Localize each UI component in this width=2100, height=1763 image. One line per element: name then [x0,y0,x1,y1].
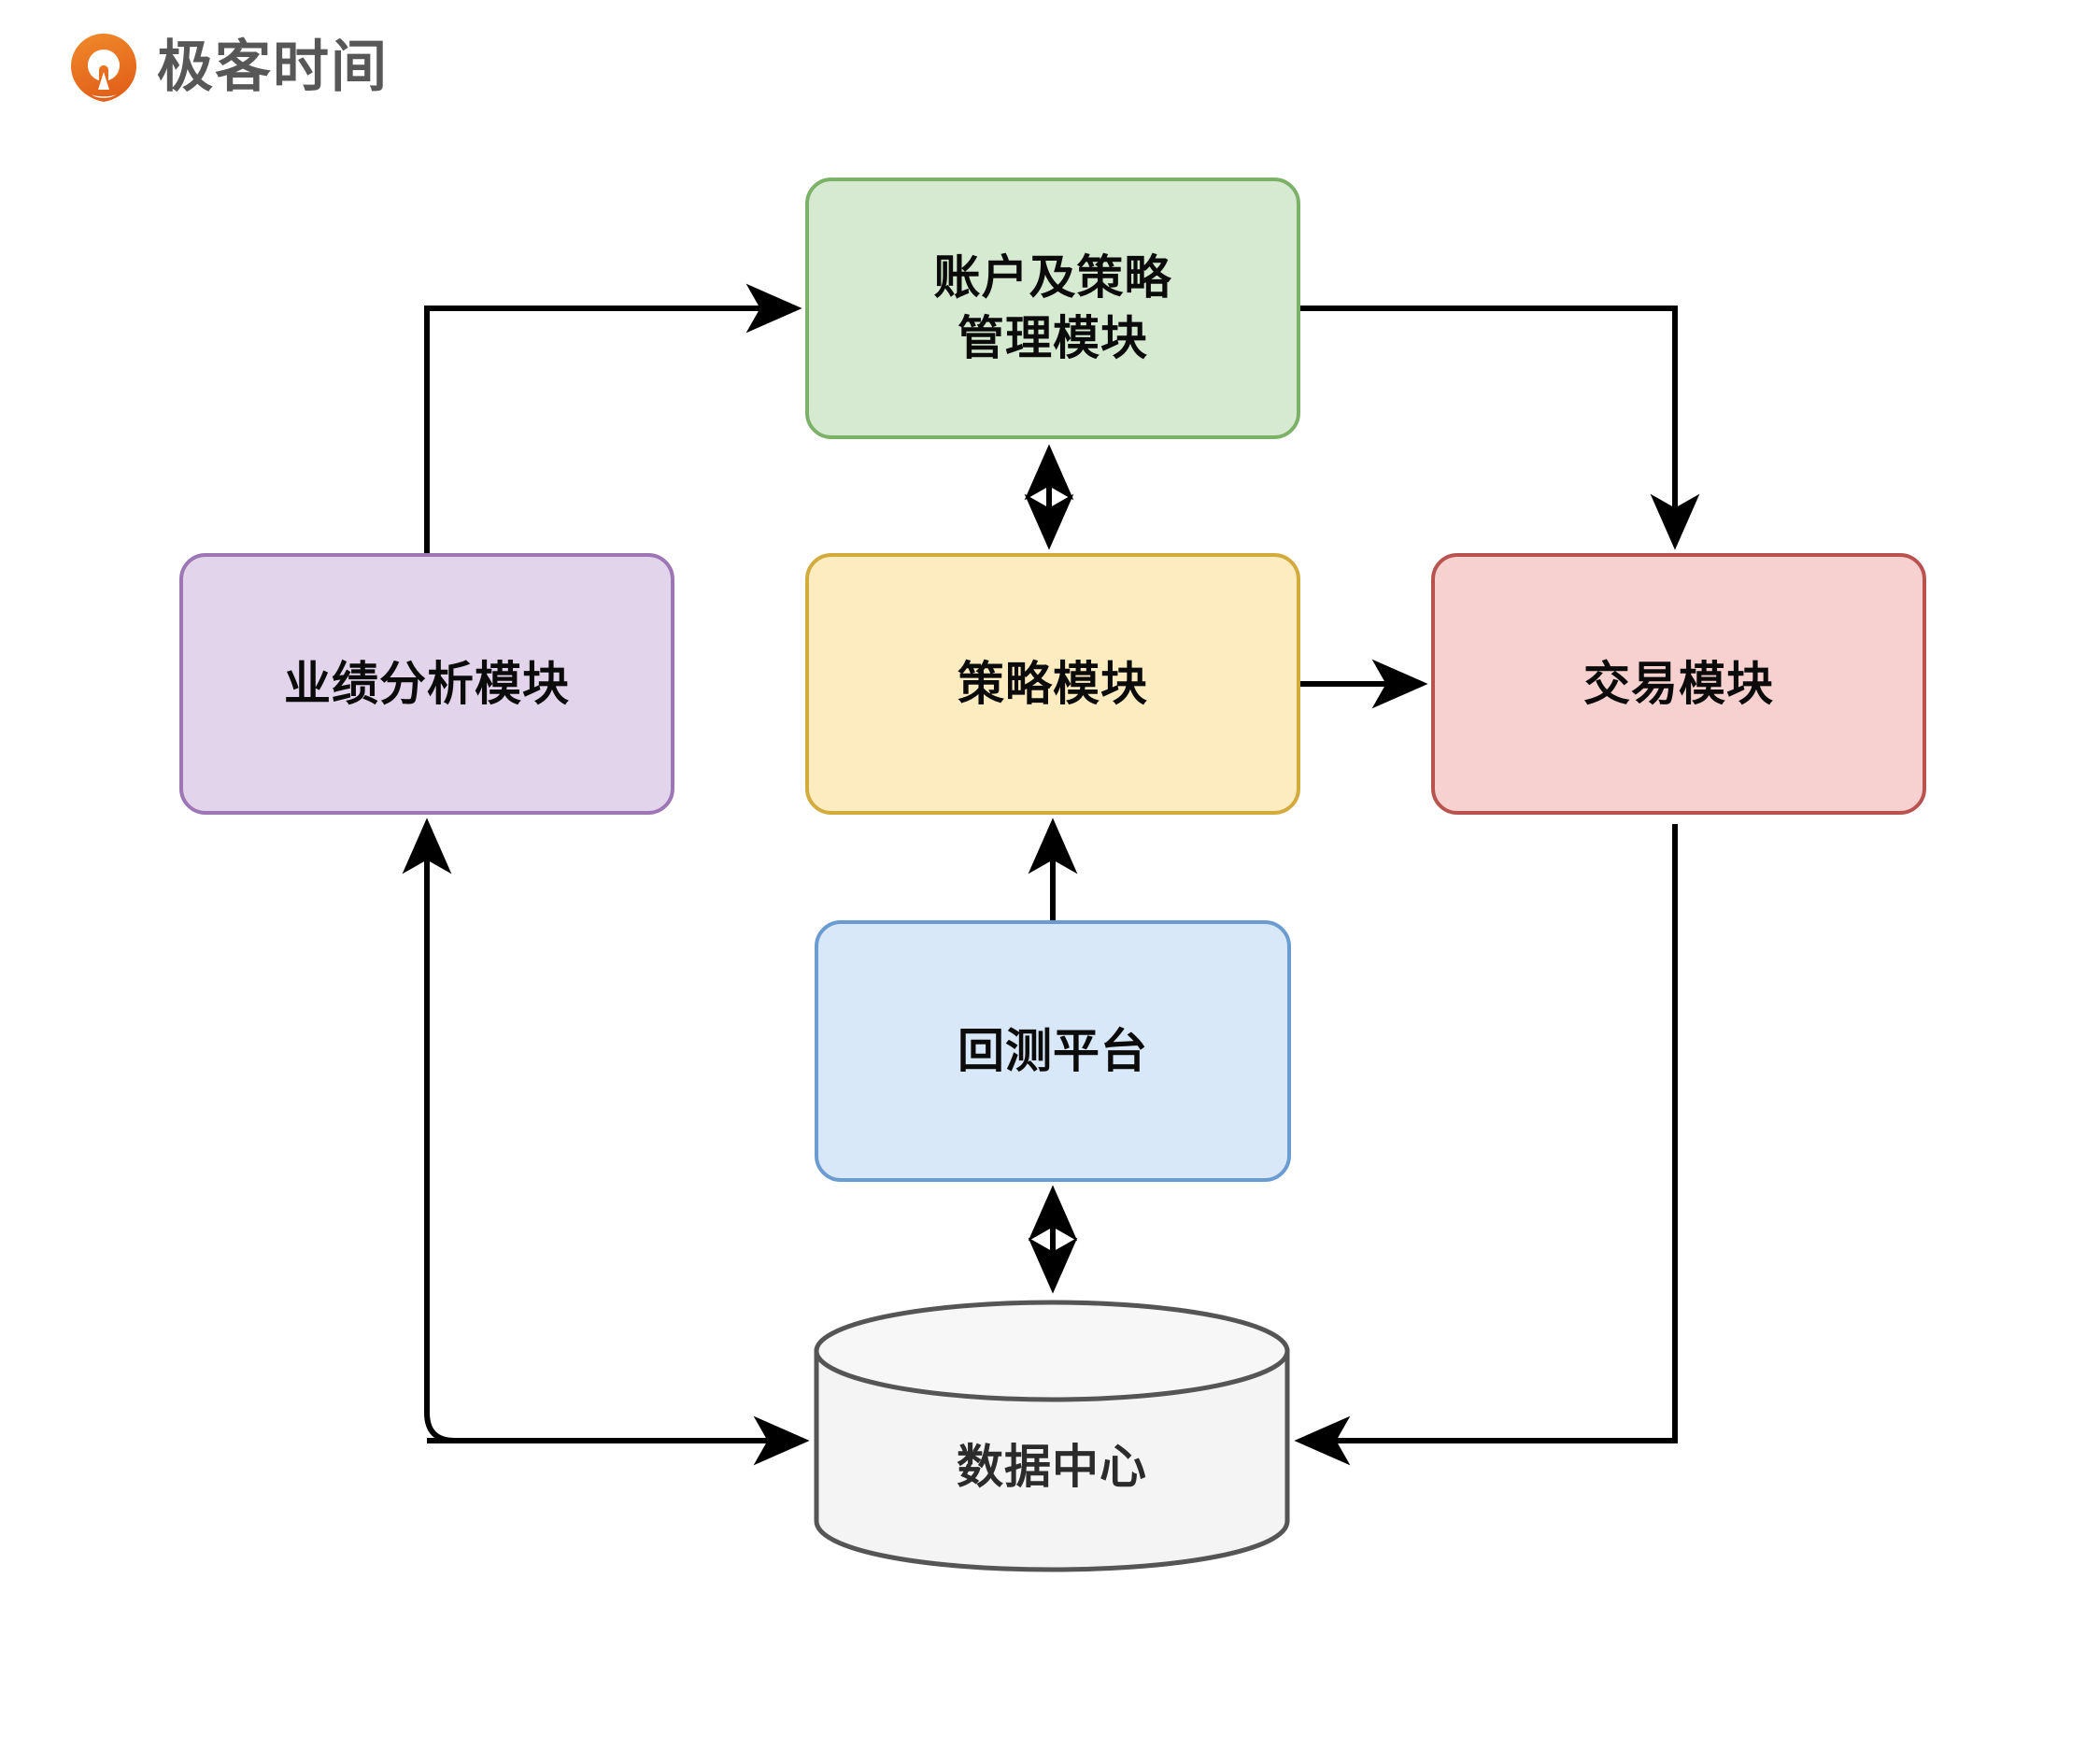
node-label: 策略模块 [958,657,1148,710]
edge-performance-to-account [424,283,802,553]
node-label: 业绩分析模块 [284,657,570,710]
database-cylinder-icon [814,1300,1290,1572]
edge-trading-to-datacenter [1294,824,1678,1466]
node-label: 数据中心 [957,1441,1147,1493]
node-backtest-platform[interactable]: 回测平台 [815,920,1291,1182]
brand-logo: 极客时间 [67,28,389,107]
node-account-strategy-management[interactable]: 账户及策略 管理模块 [805,178,1300,439]
node-data-center[interactable]: 数据中心 [813,1297,1291,1575]
node-performance-analysis[interactable]: 业绩分析模块 [179,553,674,815]
brand-name: 极客时间 [157,36,389,98]
node-strategy-module[interactable]: 策略模块 [805,553,1300,815]
geektime-logo-icon [67,31,140,104]
node-label: 交易模块 [1583,657,1774,710]
edge-datacenter-to-performance [402,818,803,1443]
node-trading-module[interactable]: 交易模块 [1431,553,1926,815]
edge-account-to-trading [1300,306,1700,550]
node-label: 回测平台 [958,1024,1148,1077]
node-label: 账户及策略 管理模块 [933,251,1172,364]
